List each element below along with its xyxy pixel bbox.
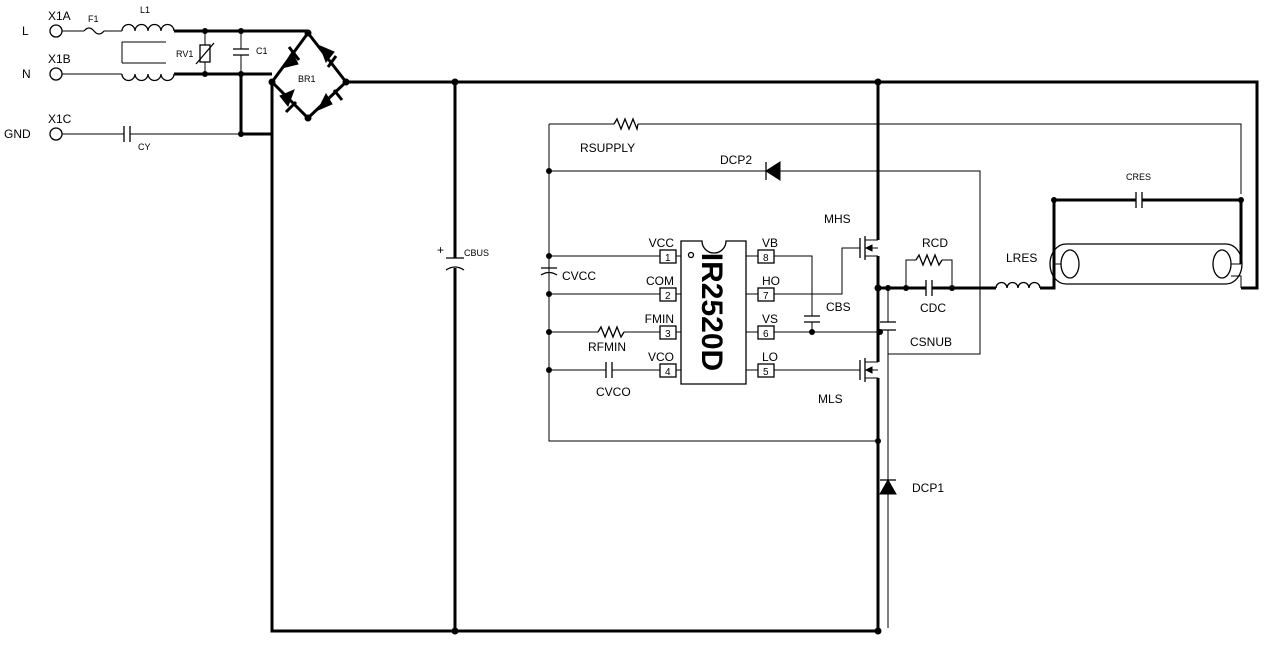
pin-num-2: 2: [665, 291, 671, 302]
bus-negative: [270, 82, 880, 633]
label-lres: LRES: [1006, 251, 1037, 265]
label-rsupply: RSUPPLY: [580, 141, 635, 155]
pin-name-ho: HO: [762, 274, 780, 288]
fluorescent-lamp: [1049, 243, 1243, 285]
mosfet-mhs: [859, 236, 878, 260]
ic-pins-left: [659, 249, 681, 378]
capacitor-cy: [62, 126, 240, 142]
label-cvcc: CVCC: [562, 269, 596, 283]
pin-name-vcc: VCC: [649, 236, 675, 250]
label-br1: BR1: [298, 74, 316, 84]
pin-name-fmin: FMIN: [645, 312, 674, 326]
capacitor-csnub: [880, 288, 896, 354]
label-cbus-plus: +: [437, 243, 444, 257]
label-gnd: GND: [4, 127, 31, 141]
pin-name-com: COM: [646, 274, 674, 288]
capacitor-cbus: [445, 82, 465, 631]
ic-ir2520d: [680, 240, 747, 385]
label-x1a: X1A: [48, 9, 71, 23]
diode-dcp1: [879, 354, 897, 628]
pin-name-vs: VS: [762, 312, 778, 326]
pin-num-8: 8: [763, 253, 769, 264]
pin-num-4: 4: [665, 367, 671, 378]
capacitor-c1: [233, 31, 249, 74]
mosfet-mls: [859, 358, 878, 382]
label-mls: MLS: [818, 392, 843, 406]
ic-name: IR2520D: [695, 253, 728, 371]
capacitor-cdc: [925, 280, 933, 296]
label-csnub: CSNUB: [910, 335, 952, 349]
inductor-lres: [995, 281, 1041, 289]
label-dcp1: DCP1: [912, 481, 944, 495]
terminal-x1a: [49, 24, 63, 38]
label-cdc: CDC: [920, 301, 946, 315]
label-cy: CY: [138, 142, 151, 152]
label-x1b: X1B: [48, 52, 71, 66]
label-l: L: [22, 24, 29, 38]
pin-name-vb: VB: [762, 236, 778, 250]
label-cvco: CVCO: [596, 385, 631, 399]
label-cbs: CBS: [826, 300, 851, 314]
capacitor-cvco: [549, 362, 660, 378]
label-mhs: MHS: [824, 212, 851, 226]
pin-num-7: 7: [763, 291, 769, 302]
label-dcp2: DCP2: [720, 153, 752, 167]
label-cbus: CBUS: [464, 248, 489, 258]
terminal-x1c: [49, 127, 63, 141]
fuse-f1: [62, 27, 122, 35]
label-l1: L1: [140, 5, 150, 15]
label-rcd: RCD: [922, 236, 948, 250]
label-rfmin: RFMIN: [588, 340, 626, 354]
pin-name-vco: VCO: [648, 350, 674, 364]
label-x1c: X1C: [48, 112, 72, 126]
pin-num-3: 3: [665, 329, 671, 340]
resistor-rsupply: [549, 117, 1242, 194]
resistor-rfmin: [549, 325, 660, 339]
bus-positive: [346, 80, 1259, 290]
capacitor-cvcc: [540, 256, 558, 294]
capacitor-cres: [1135, 192, 1241, 208]
label-c1: C1: [256, 46, 268, 56]
varistor-rv1: [195, 31, 215, 74]
diode-dcp2: [549, 161, 981, 355]
label-f1: F1: [88, 14, 99, 24]
pin-num-5: 5: [763, 367, 769, 378]
label-n: N: [22, 67, 31, 81]
choke-l1: [121, 23, 175, 82]
pin-name-lo: LO: [762, 350, 778, 364]
resistor-rcd: [905, 253, 953, 288]
pin-num-1: 1: [665, 253, 671, 264]
label-rv1: RV1: [176, 49, 193, 59]
terminal-x1b: [49, 67, 63, 81]
label-cres: CRES: [1126, 172, 1151, 182]
pin-num-6: 6: [763, 329, 769, 340]
